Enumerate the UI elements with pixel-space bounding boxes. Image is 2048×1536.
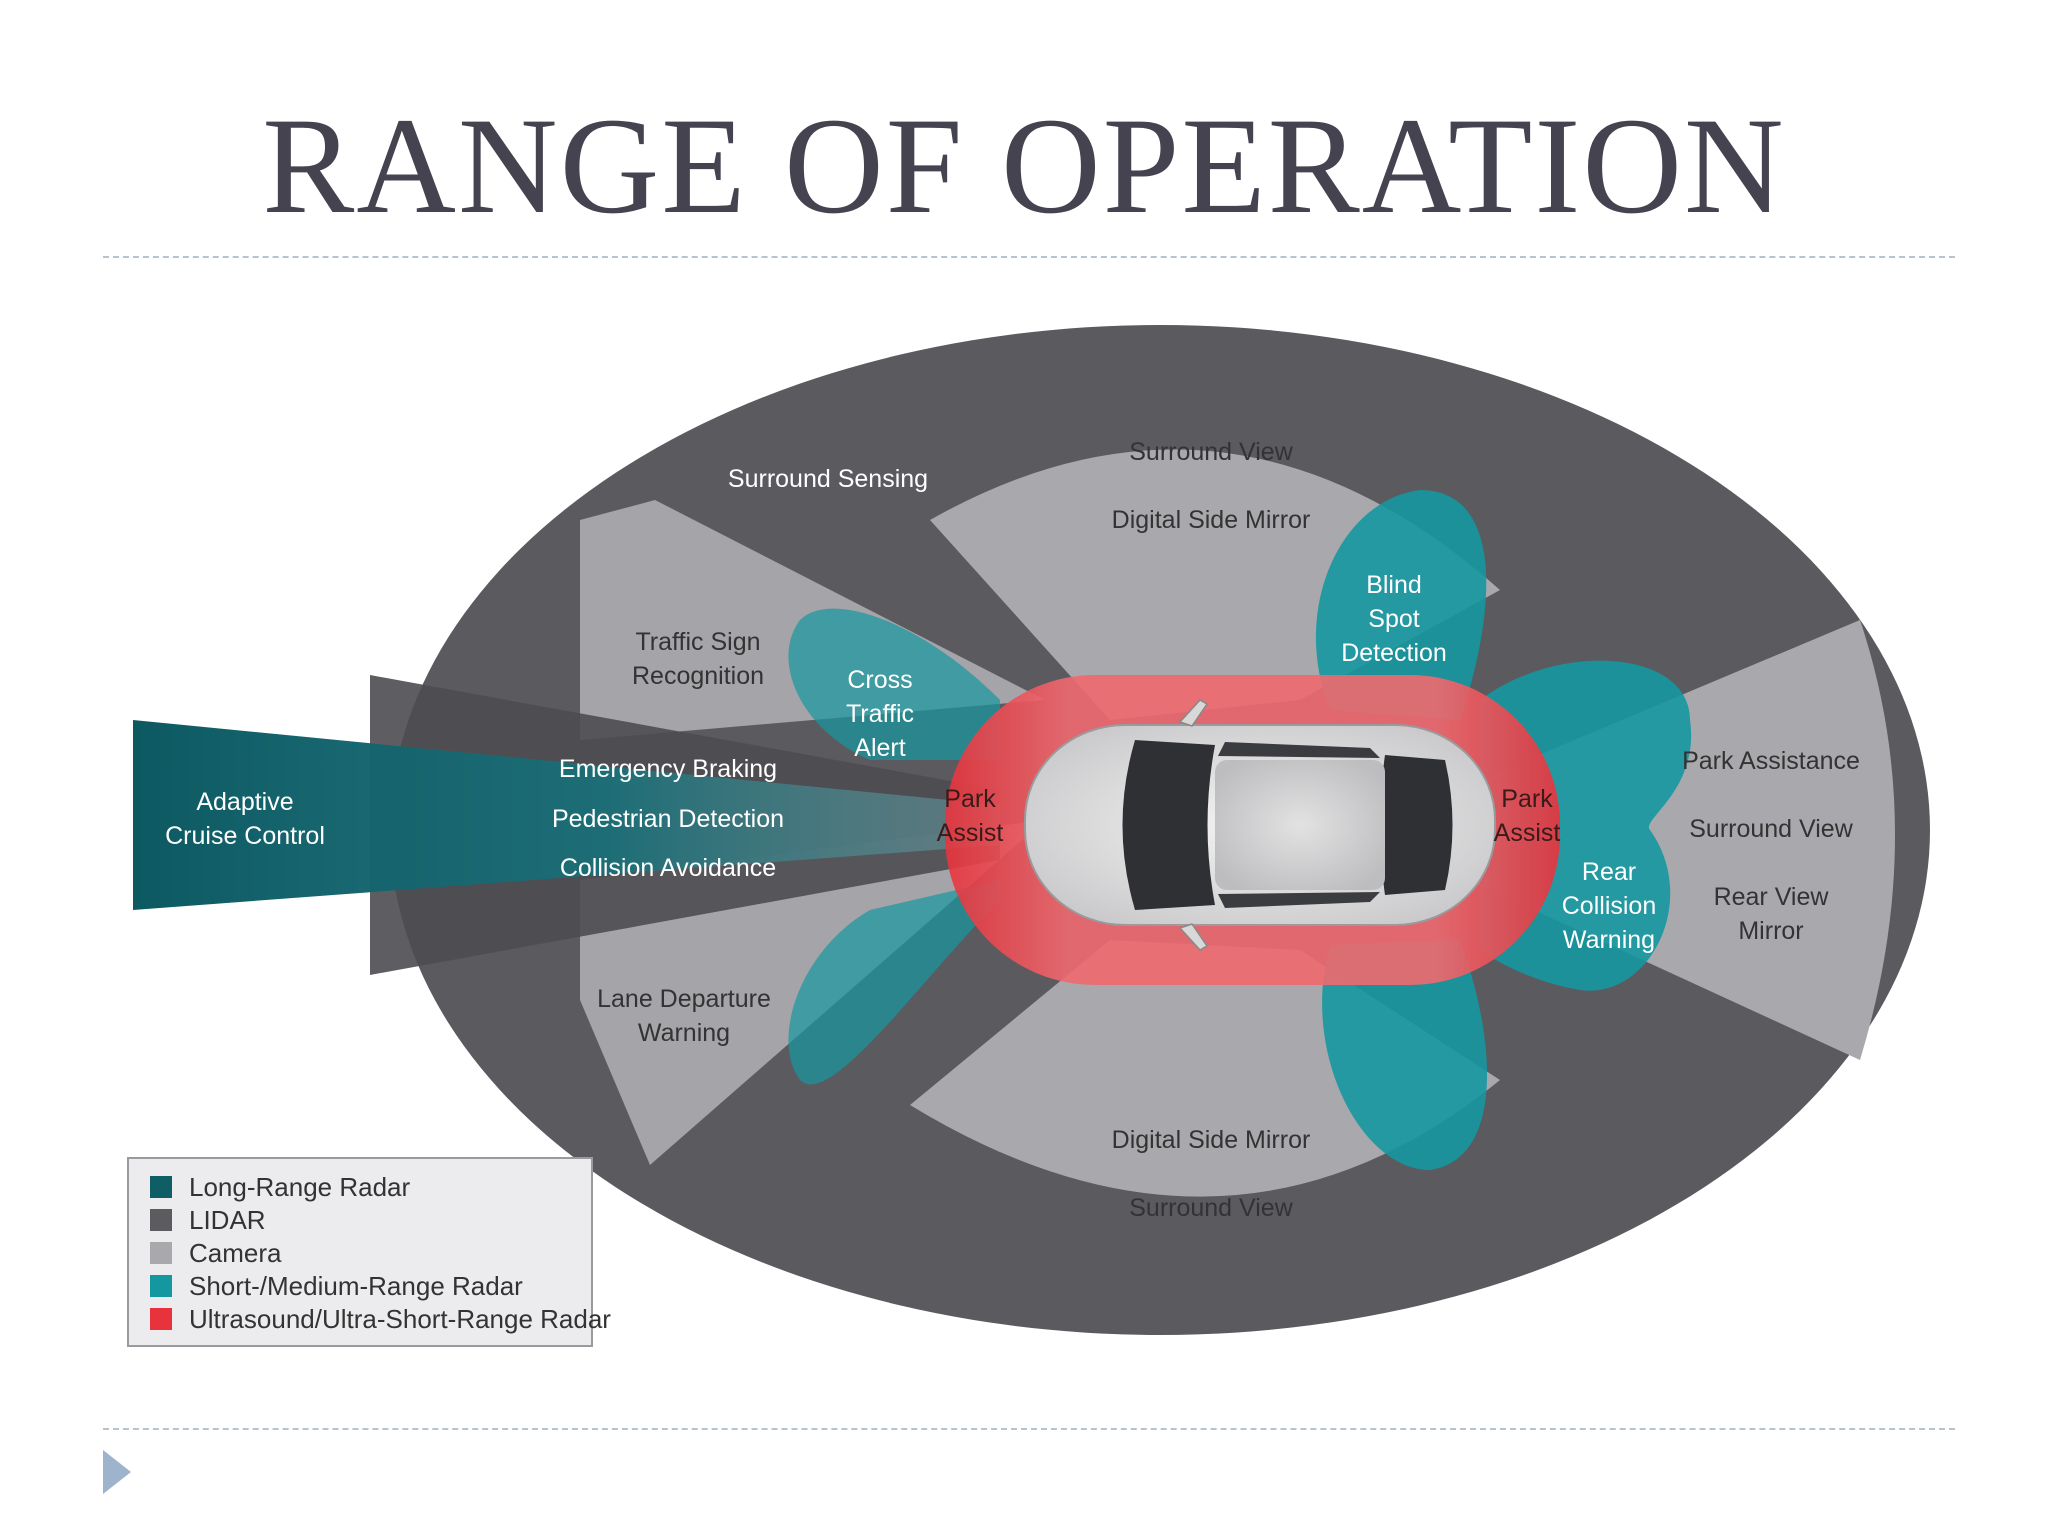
diagram-label-line: Rear: [1582, 858, 1636, 886]
diagram-label-line: Spot: [1368, 605, 1419, 633]
label-surround-view-right: Surround View: [1689, 815, 1853, 843]
label-cross-traffic-alert: Cross Traffic Alert: [846, 666, 914, 762]
legend-item-ultrasound: Ultrasound/Ultra-Short-Range Radar: [150, 1304, 611, 1334]
label-surround-view-bottom: Surround View: [1129, 1194, 1293, 1222]
diagram-label-line: Camera: [189, 1238, 282, 1268]
legend-item-short-medium-radar: Short-/Medium-Range Radar: [150, 1271, 523, 1301]
bottom-divider: [103, 1428, 1955, 1430]
diagram-label-line: Mirror: [1738, 917, 1803, 945]
label-rear-view-mirror: Rear View Mirror: [1714, 883, 1830, 945]
legend-item-long-range-radar: Long-Range Radar: [150, 1172, 410, 1202]
car-top-view: [1024, 699, 1496, 951]
label-surround-view-top: Surround View: [1129, 438, 1293, 466]
diagram-label-line: Lane Departure: [597, 985, 771, 1013]
label-digital-side-mirror-top: Digital Side Mirror: [1112, 506, 1311, 534]
label-surround-sensing: Surround Sensing: [728, 465, 928, 493]
diagram-label-line: Ultrasound/Ultra-Short-Range Radar: [189, 1304, 611, 1334]
label-traffic-sign-recognition: Traffic Sign Recognition: [632, 628, 764, 690]
label-park-assist-rear: Park Assist: [1494, 785, 1561, 847]
legend-swatch-short-medium-radar: [150, 1275, 172, 1297]
legend-swatch-long-range-radar: [150, 1176, 172, 1198]
diagram-label-line: Traffic Sign: [635, 628, 760, 656]
label-emergency-braking: Emergency Braking: [559, 755, 777, 783]
diagram-label-line: Cross: [847, 666, 912, 694]
diagram-label-line: Blind: [1366, 571, 1422, 599]
radar-lobe-front-top: [788, 608, 1000, 760]
diagram-label-line: Recognition: [632, 662, 764, 690]
label-lane-departure-warning: Lane Departure Warning: [597, 985, 771, 1047]
slide-title: RANGE OF OPERATION: [262, 89, 1786, 242]
label-rear-collision-warning: Rear Collision Warning: [1562, 858, 1656, 954]
legend-item-camera: Camera: [150, 1238, 282, 1268]
label-blind-spot-detection: Blind Spot Detection: [1341, 571, 1447, 667]
diagram-label-line: Traffic: [846, 700, 914, 728]
diagram-label-line: LIDAR: [189, 1205, 266, 1235]
car-roof: [1215, 760, 1385, 890]
diagram-label-line: Cruise Control: [165, 822, 325, 850]
diagram-label-line: Assist: [937, 819, 1004, 847]
radar-lobe-blind-spot-top: [1315, 490, 1487, 720]
diagram-label-line: Collision: [1562, 892, 1656, 920]
legend-swatch-ultrasound: [150, 1308, 172, 1330]
legend-item-lidar: LIDAR: [150, 1205, 266, 1235]
label-pedestrian-detection: Pedestrian Detection: [552, 805, 784, 833]
diagram-label-line: Short-/Medium-Range Radar: [189, 1271, 523, 1301]
label-park-assist-front: Park Assist: [937, 785, 1004, 847]
radar-lobe-blind-spot-bottom: [1322, 940, 1488, 1170]
legend-swatch-lidar: [150, 1209, 172, 1231]
car-side-window-top: [1218, 742, 1380, 758]
diagram-label-line: Assist: [1494, 819, 1561, 847]
diagram-label-line: Park: [944, 785, 996, 813]
diagram-label-line: Warning: [1563, 926, 1655, 954]
slide-bullet-icon: [103, 1450, 131, 1494]
car-side-window-bottom: [1218, 892, 1380, 908]
car-windshield: [1122, 740, 1215, 910]
legend: Long-Range Radar LIDAR Camera Short-/Med…: [127, 1157, 611, 1347]
diagram-label-line: Detection: [1341, 639, 1447, 667]
long-range-radar-zone: [133, 720, 1000, 910]
diagram-label-line: Park: [1501, 785, 1553, 813]
label-collision-avoidance: Collision Avoidance: [560, 854, 776, 882]
top-divider: [103, 256, 1955, 258]
car-mirror-left: [1178, 699, 1209, 727]
diagram-label-line: Rear View: [1714, 883, 1830, 911]
legend-swatch-camera: [150, 1242, 172, 1264]
label-park-assistance: Park Assistance: [1682, 747, 1860, 775]
car-mirror-right: [1178, 923, 1209, 951]
diagram-label-line: Alert: [854, 734, 905, 762]
diagram-label-line: Warning: [638, 1019, 730, 1047]
radar-lobe-front-bottom: [788, 880, 1000, 1085]
diagram-label-line: Adaptive: [196, 788, 293, 816]
legend-box: [127, 1157, 593, 1347]
label-adaptive-cruise-control: Adaptive Cruise Control: [165, 788, 325, 850]
car-rear-window: [1380, 755, 1453, 895]
label-digital-side-mirror-bottom: Digital Side Mirror: [1112, 1126, 1311, 1154]
diagram-label-line: Long-Range Radar: [189, 1172, 410, 1202]
